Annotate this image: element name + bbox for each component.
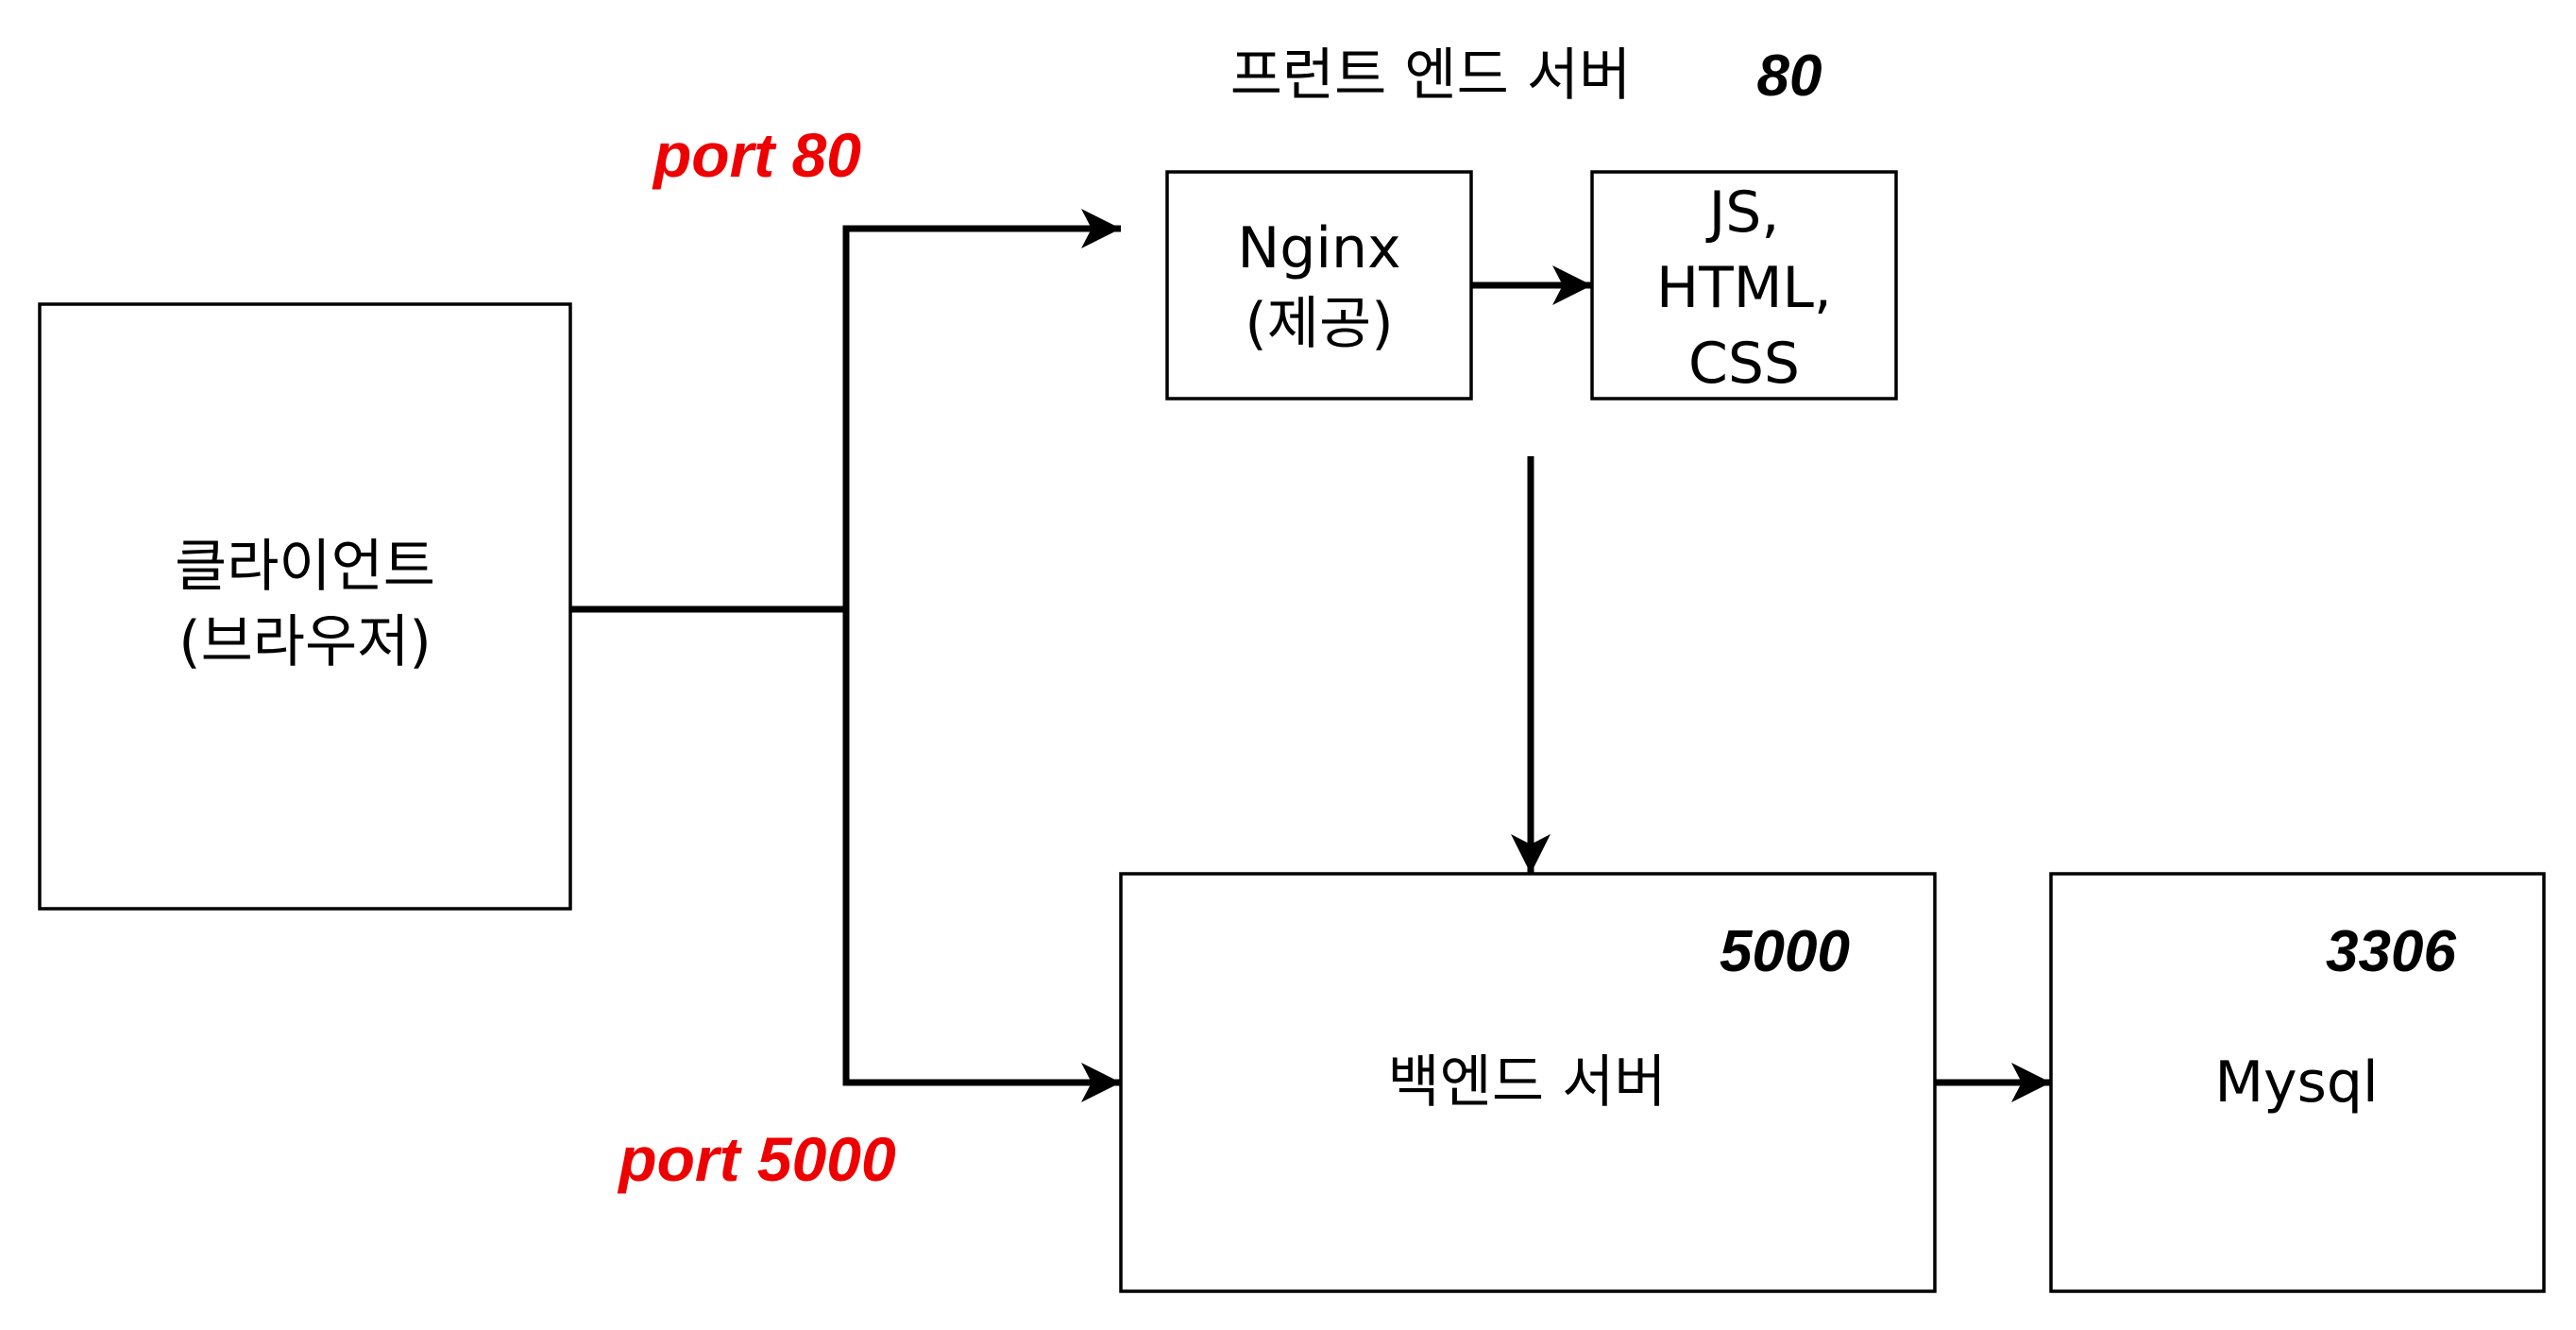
- mysql-box: 3306 Mysql: [2049, 872, 2546, 1293]
- client-to-frontend-arrow: [842, 209, 1121, 609]
- backend-server-box: 5000 백엔드 서버: [1119, 872, 1937, 1293]
- mysql-label: Mysql: [2214, 1049, 2378, 1116]
- nginx-box-label-line2: (제공): [1245, 291, 1393, 357]
- backend-server-port: 5000: [1720, 919, 1850, 984]
- client-box-label-line1: 클라이언트: [175, 534, 435, 600]
- frontend-server-port: 80: [1757, 43, 1822, 109]
- static-files-label-css: CSS: [1688, 331, 1800, 397]
- port-5000-label: port 5000: [617, 1124, 896, 1194]
- static-files-box: JS, HTML, CSS: [1590, 170, 1898, 401]
- nginx-box-rect: [1165, 170, 1473, 401]
- nginx-box: Nginx (제공): [1165, 170, 1473, 401]
- port-80-label: port 80: [652, 120, 861, 190]
- client-box: 클라이언트 (브라우저): [38, 302, 572, 911]
- client-box-rect: [38, 302, 572, 911]
- frontend-server-title-text: 프런트 엔드 서버: [1230, 43, 1632, 109]
- backend-server-label: 백엔드 서버: [1387, 1049, 1666, 1116]
- backend-server-box-rect: [1119, 872, 1937, 1293]
- mysql-port: 3306: [2326, 919, 2456, 984]
- frontend-server-title: 프런트 엔드 서버 80: [1230, 43, 1822, 109]
- client-box-label-line2: (브라우저): [178, 609, 432, 675]
- mysql-box-rect: [2049, 872, 2546, 1293]
- nginx-box-label-line1: Nginx: [1237, 215, 1400, 281]
- client-to-backend-arrow: [842, 609, 1121, 1102]
- static-files-box-rect: [1590, 170, 1898, 401]
- static-files-label-html: HTML,: [1656, 255, 1832, 321]
- static-files-label-js: JS,: [1705, 179, 1780, 246]
